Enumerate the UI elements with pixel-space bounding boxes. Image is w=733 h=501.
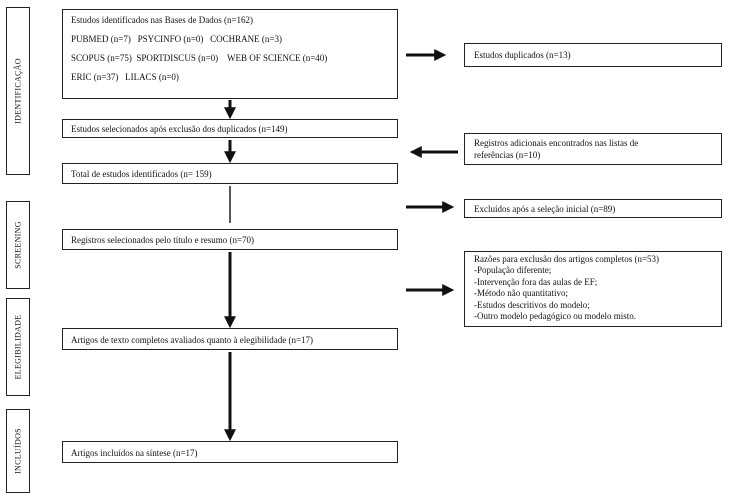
after-duplicates-text: Estudos selecionados após exclusão dos d… xyxy=(71,124,288,134)
reason-item: -Outro modelo pedagógico ou modelo misto… xyxy=(474,311,636,322)
reason-item: -Estudos descritivos do modelo; xyxy=(474,299,590,310)
reasons-title: Razões para exclusão dos artigos complet… xyxy=(474,254,660,264)
identified-line-1: PUBMED (n=7) PSYCINFO (n=0) COCHRANE (n=… xyxy=(71,34,282,44)
screened-text: Registros selecionados pelo título e res… xyxy=(71,235,255,245)
identified-studies-box: Estudos identificados nas Bases de Dados… xyxy=(62,9,398,99)
reason-item: -População diferente; xyxy=(474,265,552,276)
total-identified-text: Total de estudos identificados (n= 159) xyxy=(71,169,212,179)
total-identified-box: Total de estudos identificados (n= 159) xyxy=(62,163,398,184)
duplicates-text: Estudos duplicados (n=13) xyxy=(474,50,571,60)
included-text: Artigos incluídos na síntese (n=17) xyxy=(71,448,198,458)
eligible-text: Artigos de texto completos avaliados qua… xyxy=(71,335,314,345)
eligible-box: Artigos de texto completos avaliados qua… xyxy=(62,328,398,350)
reason-item: -Intervenção fora das aulas de EF; xyxy=(474,276,598,287)
screened-box: Registros selecionados pelo título e res… xyxy=(62,229,398,250)
excluded-initial-box: Excluídos após a seleção inicial (n=89) xyxy=(464,199,722,218)
identified-line-2: SCOPUS (n=75) SPORTDISCUS (n=0) WEB OF S… xyxy=(71,53,328,63)
identified-title: Estudos identificados nas Bases de Dados… xyxy=(71,15,254,25)
additional-line-2: referências (n=10) xyxy=(474,150,541,160)
stage-elegibilidade: ELEGIBILIDADE xyxy=(6,298,30,396)
excluded-initial-text: Excluídos após a seleção inicial (n=89) xyxy=(474,204,616,214)
additional-line-1: Registros adicionais encontrados nas lis… xyxy=(474,138,639,148)
identified-line-3: ERIC (n=37) LILACS (n=0) xyxy=(71,72,179,82)
reason-item: -Método não quantitativo; xyxy=(474,288,568,299)
stage-identificacao: IDENTIFICAÇÃO xyxy=(6,7,30,175)
stage-screening: SCREENING xyxy=(6,201,30,289)
included-box: Artigos incluídos na síntese (n=17) xyxy=(62,441,398,463)
stage-incluidos: INCLUÍDOS xyxy=(6,409,30,493)
exclusion-reasons-box: Razões para exclusão dos artigos complet… xyxy=(464,251,722,327)
after-duplicates-box: Estudos selecionados após exclusão dos d… xyxy=(62,119,398,138)
duplicates-box: Estudos duplicados (n=13) xyxy=(464,43,722,67)
additional-records-box: Registros adicionais encontrados nas lis… xyxy=(464,133,722,165)
